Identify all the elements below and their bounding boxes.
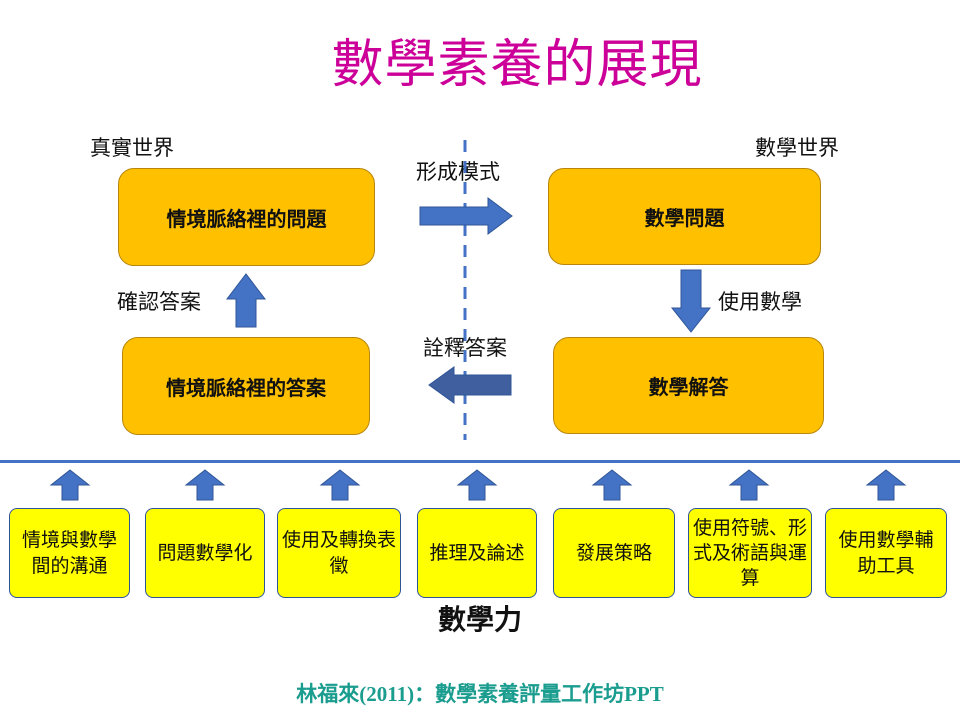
horizontal-divider <box>0 460 960 463</box>
real-world-label: 真實世界 <box>90 136 174 160</box>
ability-box-tools: 使用數學輔助工具 <box>825 508 947 598</box>
math-problem-box: 數學問題 <box>548 168 821 265</box>
ability-up-arrow <box>728 469 770 501</box>
ability-box-symbols: 使用符號、形式及術語與運算 <box>688 508 812 598</box>
ability-up-arrow <box>319 469 361 501</box>
source-citation: 林福來(2011)：數學素養評量工作坊PPT <box>296 682 664 706</box>
ability-up-arrow <box>49 469 91 501</box>
ability-box-representation: 使用及轉換表徵 <box>277 508 401 598</box>
context-answer-box: 情境脈絡裡的答案 <box>122 337 370 435</box>
up-arrow <box>225 273 267 328</box>
ability-box-mathematising: 問題數學化 <box>145 508 265 598</box>
ability-up-arrow <box>456 469 498 501</box>
math-solution-box: 數學解答 <box>553 337 824 434</box>
form-model-label: 形成模式 <box>416 160 500 184</box>
context-problem-box: 情境脈絡裡的問題 <box>118 168 375 266</box>
ability-up-arrow <box>184 469 226 501</box>
right-arrow <box>419 197 513 235</box>
confirm-answer-label: 確認答案 <box>117 290 201 314</box>
ability-up-arrow <box>591 469 633 501</box>
ability-box-communication: 情境與數學間的溝通 <box>9 508 130 598</box>
left-arrow <box>428 366 512 404</box>
down-arrow <box>670 269 712 333</box>
use-math-label: 使用數學 <box>718 290 802 314</box>
ability-box-reasoning: 推理及論述 <box>417 508 537 598</box>
ability-box-strategies: 發展策略 <box>553 508 675 598</box>
page-title: 數學素養的展現 <box>331 35 703 95</box>
ability-up-arrow <box>865 469 907 501</box>
math-world-label: 數學世界 <box>755 136 839 160</box>
math-power-label: 數學力 <box>437 603 522 636</box>
